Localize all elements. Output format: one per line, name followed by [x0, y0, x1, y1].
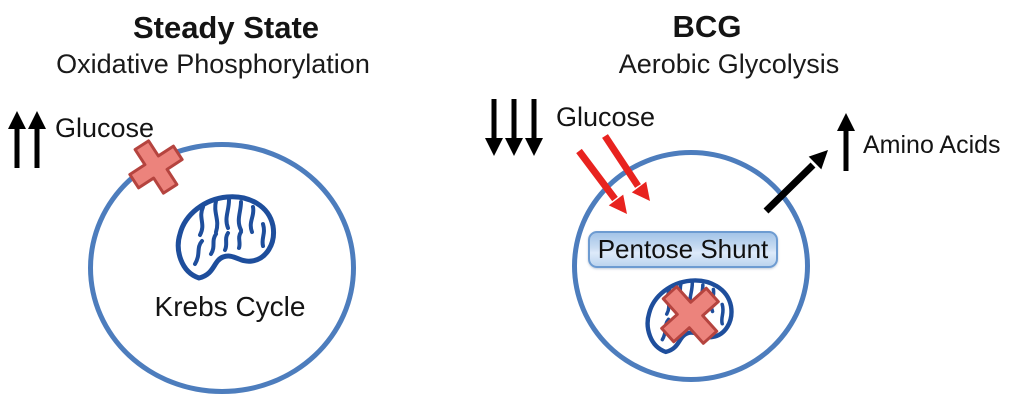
- amino-efflux-arrow-icon: [763, 150, 828, 214]
- pentose-shunt-badge: Pentose Shunt: [588, 231, 778, 268]
- left-panel-title: Steady State: [132, 10, 320, 45]
- krebs-cycle-label: Krebs Cycle: [154, 291, 306, 322]
- pentose-shunt-label: Pentose Shunt: [597, 234, 769, 264]
- mitochondria-blocked-icon: [645, 278, 734, 355]
- amino-up-arrow-icon: [837, 113, 855, 171]
- left-cell-membrane: [88, 142, 356, 394]
- panel-bcg: BCG Aerobic Glycolysis Glucose Pentose S…: [485, 0, 1024, 409]
- mitochondria-icon: [175, 194, 277, 281]
- right-glucose-label: Glucose: [556, 102, 656, 132]
- amino-acids-label: Amino Acids: [863, 131, 1001, 159]
- glucose-down-arrows-icon: [485, 99, 543, 156]
- right-panel-subtitle: Aerobic Glycolysis: [618, 49, 840, 79]
- panel-steady-state: Steady State Oxidative Phosphorylation G…: [8, 10, 370, 394]
- left-glucose-label: Glucose: [55, 113, 155, 143]
- glucose-up-arrows-icon: [8, 111, 46, 168]
- right-cell-membrane: [572, 150, 810, 382]
- mitochondria-x-icon: [660, 285, 720, 345]
- right-panel-title: BCG: [672, 9, 742, 44]
- glucose-influx-arrows-icon: [576, 134, 650, 214]
- blocked-entry-x-icon: [128, 139, 184, 195]
- left-panel-subtitle: Oxidative Phosphorylation: [56, 49, 370, 79]
